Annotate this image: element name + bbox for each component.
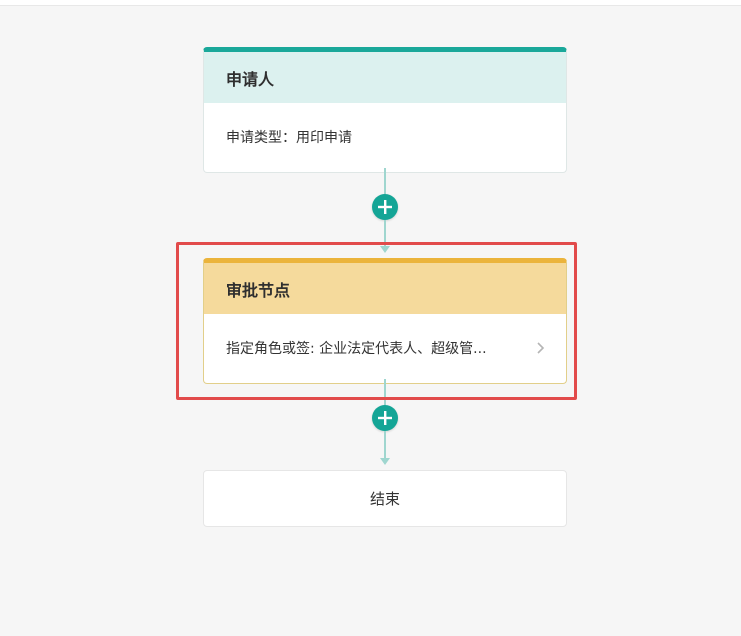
- end-node: 结束: [203, 470, 567, 527]
- end-node-label: 结束: [369, 490, 400, 508]
- applicant-node-body: 申请类型：用印申请: [204, 103, 566, 171]
- chevron-right-icon[interactable]: [534, 341, 548, 355]
- add-node-button[interactable]: [372, 405, 398, 431]
- approval-node-header: 审批节点: [204, 263, 566, 314]
- plus-icon: [378, 411, 392, 425]
- connector-line: [384, 431, 386, 458]
- connector-arrow-icon: [380, 246, 390, 253]
- add-node-button[interactable]: [372, 194, 398, 220]
- applicant-node-detail: 申请类型：用印申请: [226, 130, 352, 146]
- approval-node-title: 审批节点: [226, 280, 291, 300]
- applicant-node-header: 申请人: [204, 52, 566, 103]
- plus-icon: [378, 200, 392, 214]
- approval-node[interactable]: 审批节点 指定角色或签: 企业法定代表人、超级管...: [203, 258, 567, 384]
- connector-line: [384, 168, 386, 194]
- connector-arrow-icon: [380, 458, 390, 465]
- connector-line: [384, 220, 386, 246]
- flow-canvas: 申请人 申请类型：用印申请 审批节点 指定角色或签: 企业法定代表人、超级管..…: [0, 5, 741, 636]
- applicant-node[interactable]: 申请人 申请类型：用印申请: [203, 47, 567, 173]
- approval-node-body[interactable]: 指定角色或签: 企业法定代表人、超级管...: [204, 314, 566, 382]
- approval-node-detail: 指定角色或签: 企业法定代表人、超级管...: [226, 341, 487, 357]
- connector-line: [384, 379, 386, 405]
- applicant-node-title: 申请人: [226, 69, 275, 89]
